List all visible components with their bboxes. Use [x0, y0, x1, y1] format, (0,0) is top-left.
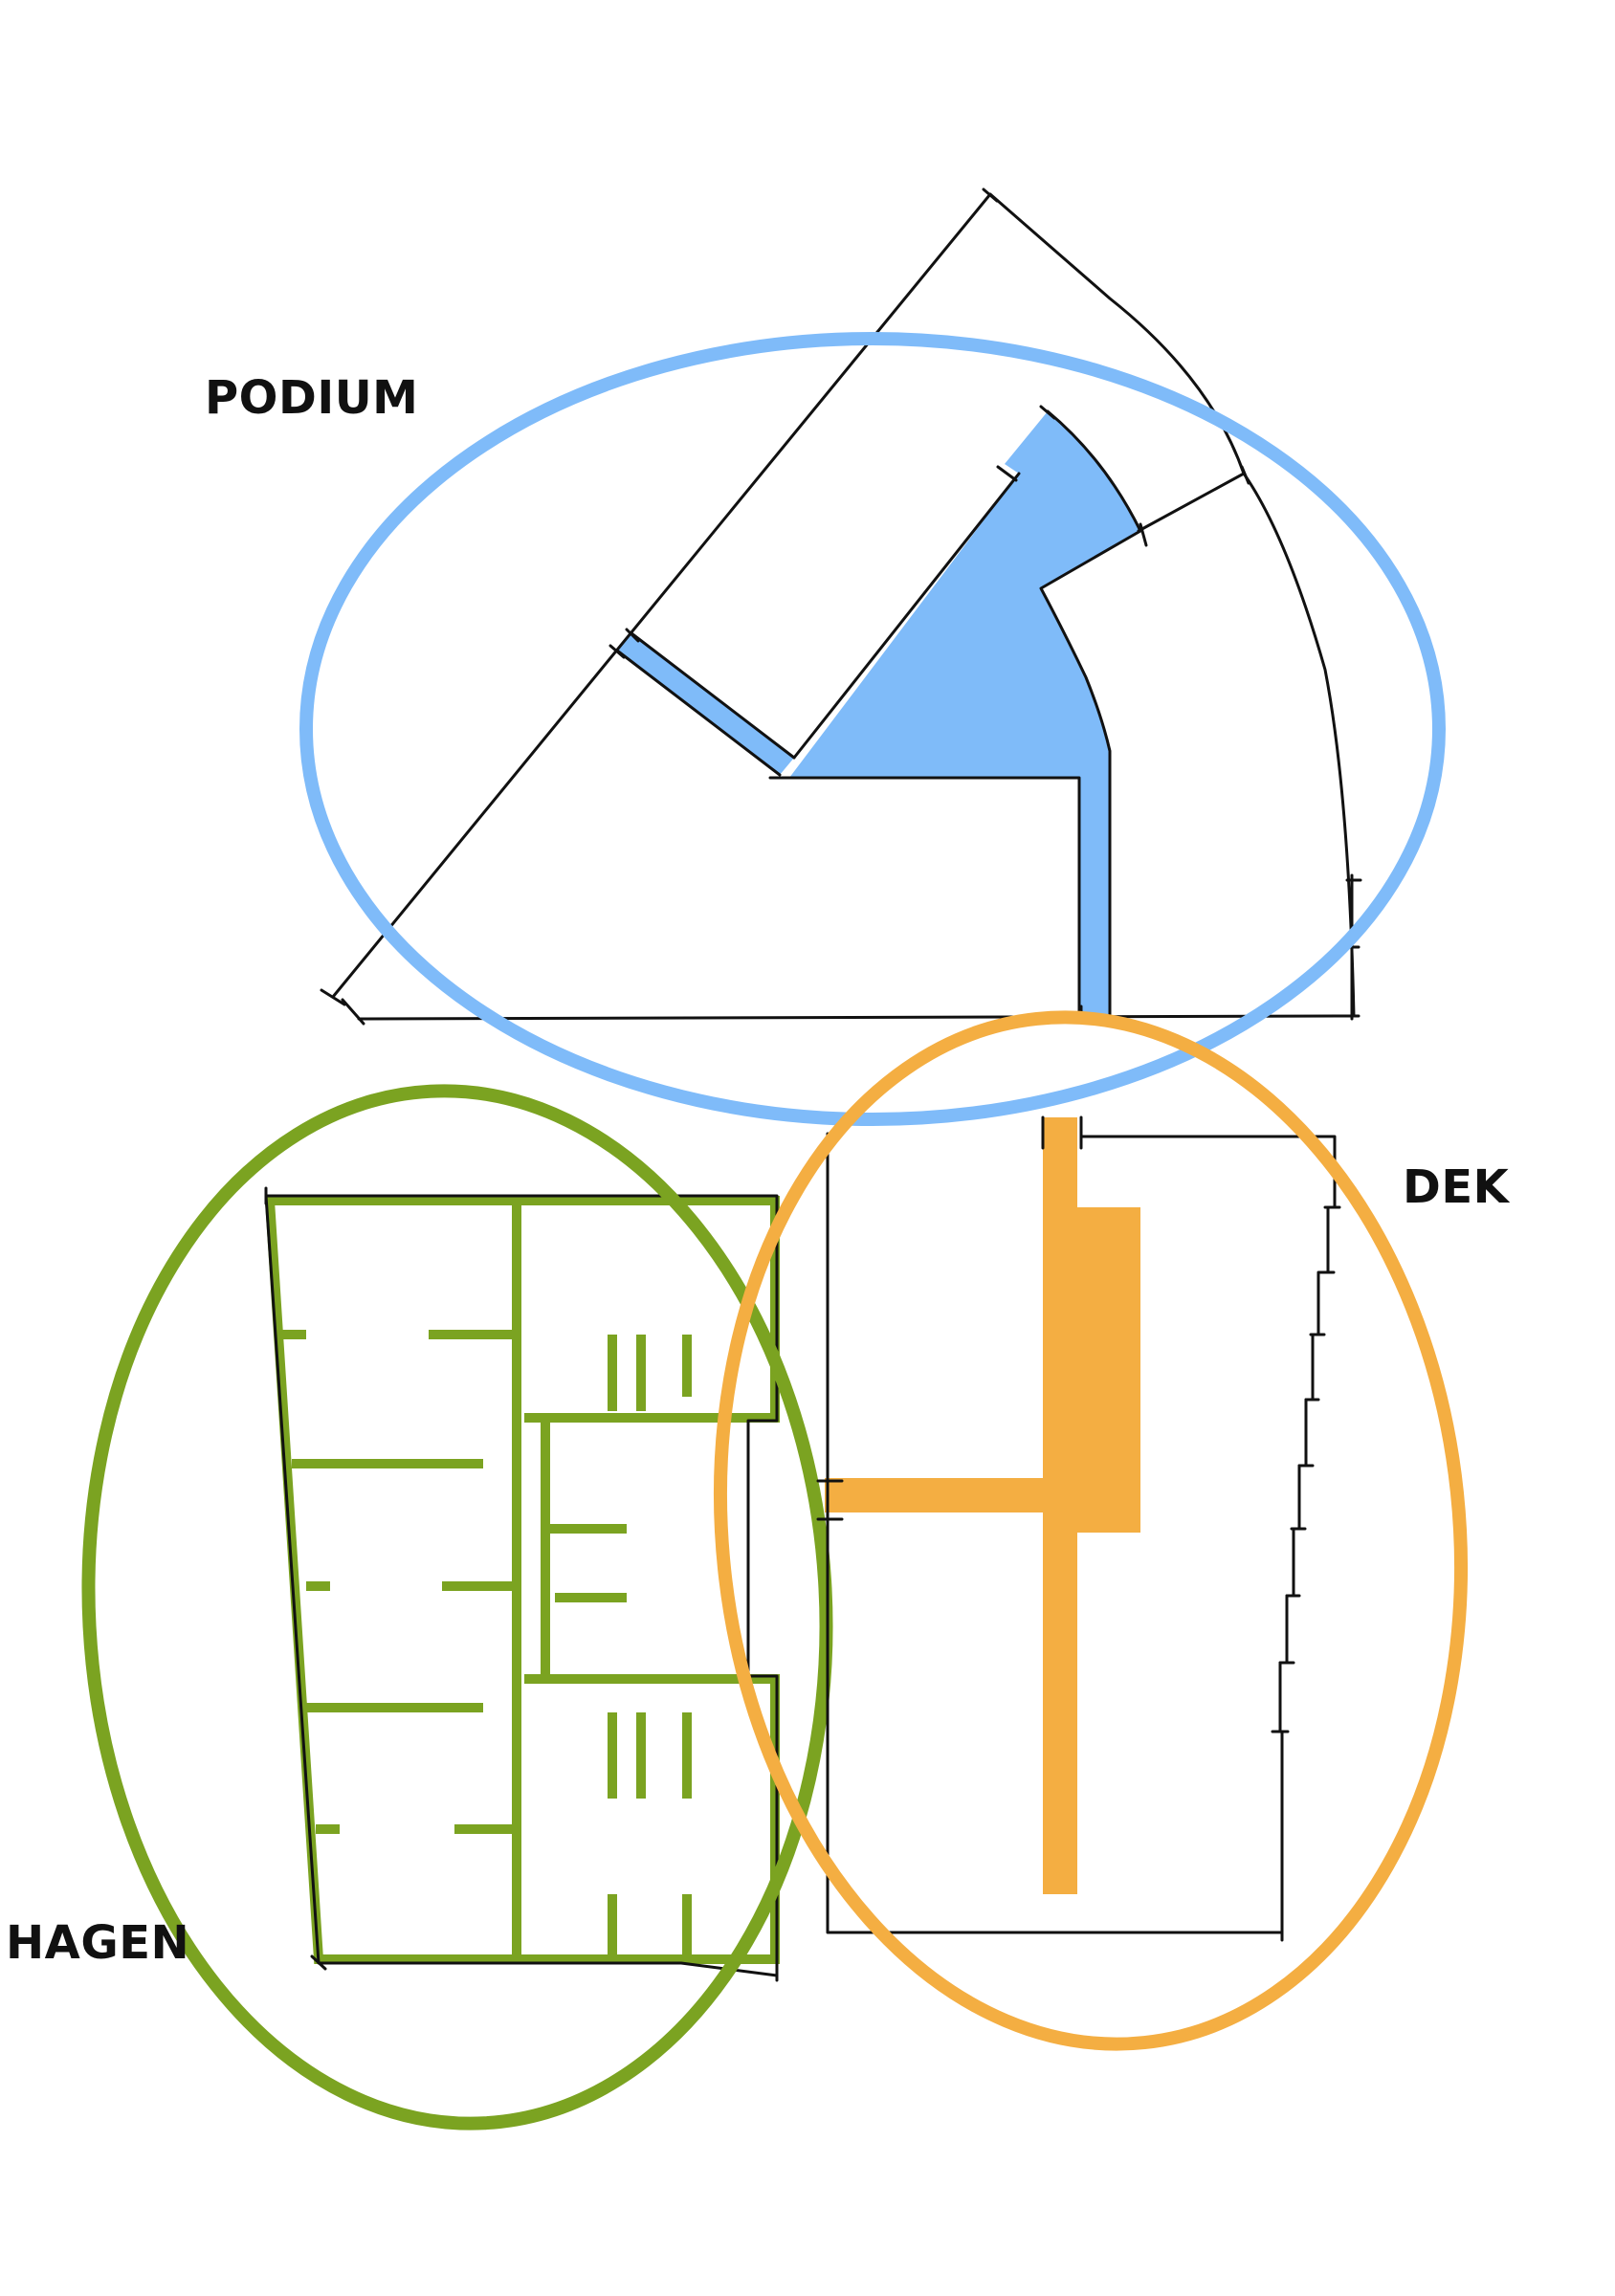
dek-ellipse — [714, 1010, 1468, 2051]
hagen-outline — [264, 1194, 779, 1977]
podium-blue-band — [617, 633, 794, 775]
dek-stepped-edge — [1278, 1205, 1337, 1934]
podium-ellipse — [299, 332, 1446, 1126]
hagen-label: HAGEN — [6, 1916, 190, 1970]
dek-outline — [826, 1132, 1284, 1934]
dek-ticks — [816, 1115, 1341, 1942]
podium-ticks — [320, 188, 1362, 1026]
podium-right-step — [1137, 472, 1246, 533]
podium-inner-outline — [1039, 409, 1142, 1016]
podium-outline — [331, 192, 1356, 1021]
dek-wide-block — [1043, 1207, 1140, 1533]
dek-arm — [825, 1478, 1054, 1512]
podium-inner-diag — [792, 472, 1021, 760]
hagen-outer-wall — [264, 1196, 780, 1964]
dek-plan — [714, 1010, 1468, 2051]
podium-band-edges — [615, 631, 796, 777]
hagen-plan — [81, 1084, 833, 2130]
podium-label: PODIUM — [205, 371, 419, 425]
hagen-room-walls — [282, 1201, 775, 1959]
dek-label: DEK — [1403, 1160, 1510, 1214]
podium-plan — [299, 188, 1446, 1126]
podium-blue-core — [789, 411, 1140, 1014]
dek-top-edge — [1079, 1135, 1337, 1209]
podium-inner-left — [768, 776, 1081, 1016]
hagen-ticks — [264, 1186, 779, 1982]
hagen-ellipse — [81, 1084, 833, 2130]
